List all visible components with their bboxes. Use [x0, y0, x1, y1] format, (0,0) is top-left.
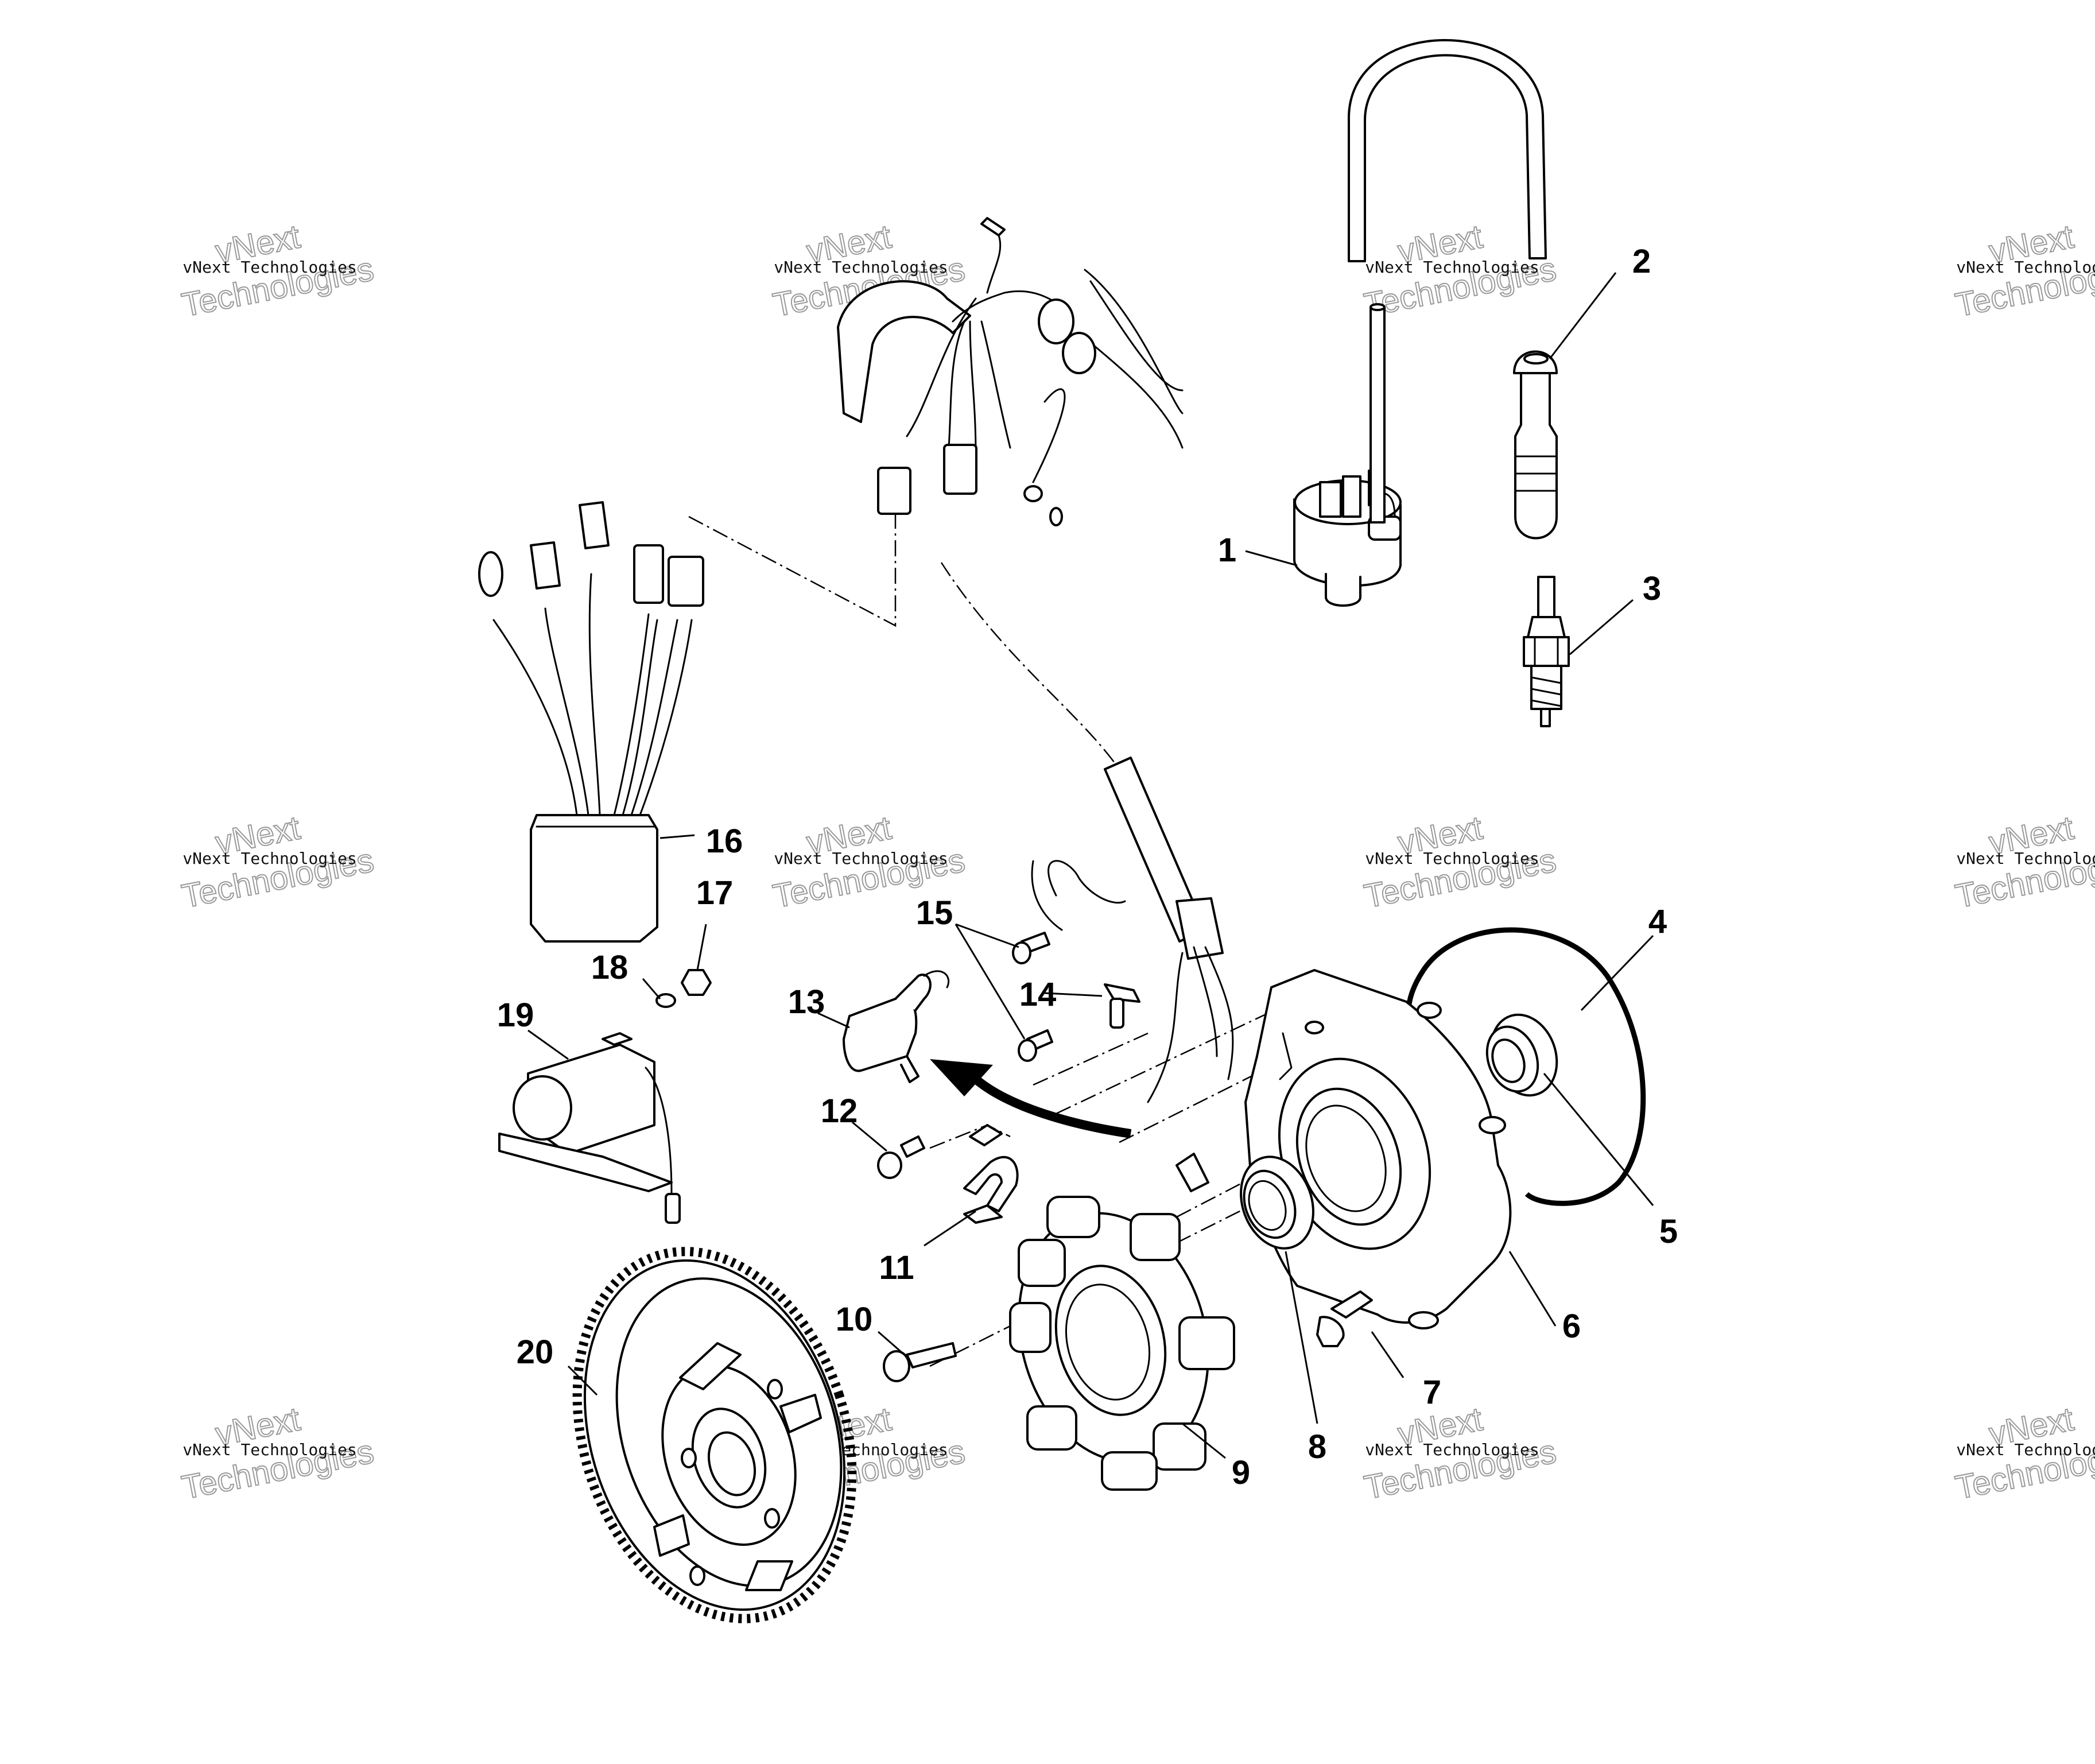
cdi-unit — [478, 501, 704, 943]
callout-13: 13 — [788, 983, 825, 1021]
callout-10: 10 — [836, 1301, 873, 1338]
oil-seal-5 — [1485, 1013, 1558, 1097]
callout-8: 8 — [1308, 1428, 1326, 1466]
callout-18: 18 — [591, 949, 628, 986]
callout-12: 12 — [821, 1092, 858, 1130]
callout-16: 16 — [706, 823, 743, 860]
clamp — [963, 1124, 1019, 1224]
stator-plate — [1244, 969, 1512, 1329]
watermark-small: vNext Technologies — [183, 1440, 356, 1459]
callout-7: 7 — [1423, 1374, 1441, 1411]
callout-3: 3 — [1643, 570, 1661, 607]
callout-labels: 1 2 3 4 5 6 7 8 9 10 11 12 13 14 15 16 1… — [497, 243, 1678, 1491]
pulser-coil — [843, 970, 950, 1083]
direction-arrow — [930, 1059, 1132, 1138]
watermark-small: vNext Technologies — [183, 849, 356, 868]
callout-1: 1 — [1218, 532, 1236, 569]
screws-15 — [1012, 932, 1053, 1062]
watermark-small: vNext Technologies — [1365, 849, 1539, 868]
stator — [1009, 1153, 1235, 1491]
callout-2: 2 — [1632, 243, 1651, 280]
spark-plug-cap — [1513, 350, 1558, 540]
callout-19: 19 — [497, 997, 534, 1034]
screw-10 — [883, 1342, 957, 1382]
ignition-coil — [1293, 39, 1547, 607]
screw-12 — [877, 1135, 925, 1179]
leader-lines — [527, 272, 1654, 1459]
callout-20: 20 — [517, 1333, 554, 1371]
watermark-small: vNext Technologies — [1956, 1440, 2095, 1459]
callout-4: 4 — [1648, 903, 1667, 940]
callout-11: 11 — [879, 1249, 914, 1286]
assembly-lines — [688, 499, 1332, 1367]
watermark-small: vNext Technologies — [1365, 1440, 1539, 1459]
callout-14: 14 — [1019, 976, 1057, 1013]
callout-5: 5 — [1659, 1213, 1678, 1250]
nut-washer — [655, 969, 712, 1008]
flywheel — [572, 1247, 857, 1623]
callout-15: 15 — [916, 894, 953, 932]
callout-9: 9 — [1232, 1454, 1250, 1491]
watermark-small: vNext Technologies — [1956, 849, 2095, 868]
bolt-7 — [1316, 1290, 1373, 1347]
watermark-small: vNext Technologies — [1365, 258, 1539, 277]
spark-plug — [1523, 576, 1570, 727]
watermark-small: vNext Technologies — [183, 258, 356, 277]
starter-solenoid — [498, 1032, 681, 1224]
watermark-small: vNext Technologies — [774, 849, 948, 868]
watermark-small: vNext Technologies — [1956, 258, 2095, 277]
callout-6: 6 — [1562, 1308, 1581, 1345]
wire-clip — [1104, 983, 1140, 1029]
watermark-small: vNext Technologies — [774, 258, 948, 277]
oil-seal-8 — [1240, 1156, 1314, 1250]
callout-17: 17 — [696, 874, 734, 912]
wiring-harness — [837, 217, 1234, 1103]
